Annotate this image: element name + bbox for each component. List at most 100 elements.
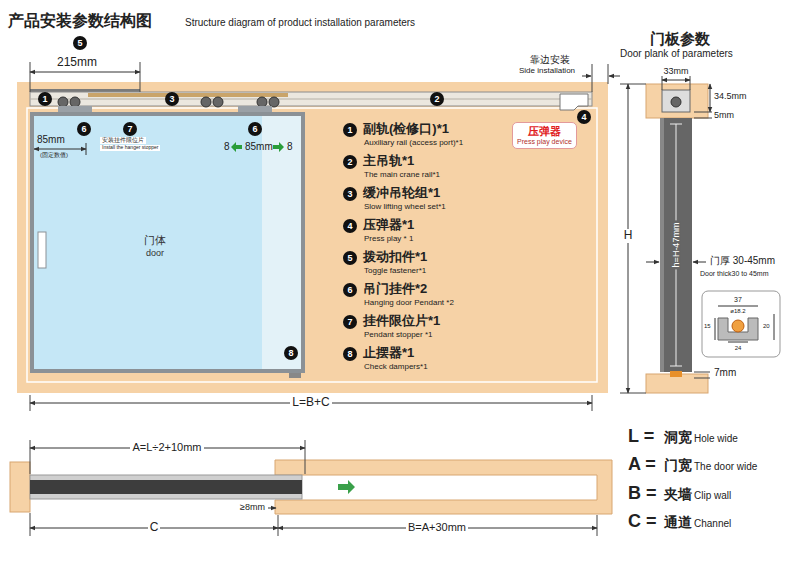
device-name-en: Press play device <box>517 138 572 146</box>
part-name-en: Pendant stopper *1 <box>364 330 433 339</box>
note: 靠边安装 <box>530 54 570 66</box>
part-name: 止摆器*1 <box>363 346 414 361</box>
dimension-tick <box>694 372 710 373</box>
legend-term: 夹墙 <box>664 486 692 502</box>
door-section-edge <box>660 118 664 372</box>
callout-digit: 4 <box>347 222 352 231</box>
title: 产品安装参数结构图 <box>8 12 152 30</box>
dimension-tick <box>620 393 646 394</box>
callout-number: 6 <box>77 122 91 136</box>
dimension-tick <box>30 62 31 92</box>
note-en: Install the hanger stopper <box>100 145 160 151</box>
dimension-label: 24 <box>735 345 742 352</box>
dimension-tick <box>30 513 31 536</box>
note: 安装挂件限位片 <box>100 137 146 144</box>
dimension-label: 8 <box>224 141 230 153</box>
callout-digit: 1 <box>42 95 47 104</box>
check-damper <box>289 373 301 378</box>
opening-outline <box>27 108 597 382</box>
dimension-label: 15 <box>704 323 711 330</box>
part-name: 挂件限位片*1 <box>363 314 440 329</box>
callout-number: 7 <box>123 122 137 136</box>
dimension-line <box>710 84 711 112</box>
subtitle: Structure diagram of product installatio… <box>185 17 415 29</box>
floor-guide <box>670 371 682 377</box>
dimension-tick <box>592 64 593 92</box>
press-device-callout: 压弹器Press play device <box>512 122 577 149</box>
dimension-line <box>34 149 86 150</box>
callout-number: 4 <box>577 110 591 124</box>
section-title: 门板参数 <box>650 30 710 47</box>
dimension-label: 33mm <box>663 66 688 76</box>
legend-term: 门宽 <box>664 457 692 473</box>
green-arrow <box>338 480 355 494</box>
dimension-tick <box>694 378 710 379</box>
callout-digit: 5 <box>77 39 82 48</box>
wheel <box>213 97 223 107</box>
callout-digit: 8 <box>288 349 293 358</box>
dimension-label: H <box>622 229 635 243</box>
dimension-tick <box>278 515 279 536</box>
dimension-tick <box>608 64 609 84</box>
callout-number: 8 <box>343 347 357 361</box>
dimension-arrow <box>693 262 706 263</box>
callout-digit: 4 <box>581 113 586 122</box>
callout-digit: 3 <box>169 95 174 104</box>
dimension-tick <box>86 143 87 155</box>
rail-groove <box>30 99 592 100</box>
dimension-tick <box>690 76 691 90</box>
legend-key: A = <box>628 454 656 475</box>
dimension-label: 8 <box>287 141 293 153</box>
callout-number: 5 <box>73 36 87 50</box>
callout-digit: 6 <box>347 286 352 295</box>
door-label: 门体 <box>144 234 166 247</box>
dimension-label: 85mm <box>245 141 273 153</box>
door-plan-core <box>30 480 302 494</box>
callout-digit: 8 <box>347 350 352 359</box>
door-section <box>660 118 692 372</box>
dimension-arrow <box>646 262 659 263</box>
part-name: 吊门挂件*2 <box>363 282 427 297</box>
overlap-strip <box>262 116 301 369</box>
dimension-tick <box>662 76 663 90</box>
dimension-line <box>728 342 748 343</box>
callout-digit: 2 <box>434 95 439 104</box>
callout-number: 6 <box>343 283 357 297</box>
part-name-en: The main crane rail*1 <box>364 170 440 179</box>
dimension-line <box>774 314 775 340</box>
detail-inset <box>702 291 780 357</box>
wall <box>17 82 608 393</box>
dimension-label: 34.5mm <box>714 91 747 101</box>
dimension-tick <box>305 440 306 474</box>
dimension-arrow <box>582 76 591 77</box>
dimension-tick <box>694 112 712 113</box>
dimension-label: ≥8mm <box>240 502 265 512</box>
green-arrow <box>231 142 242 152</box>
callout-number: 2 <box>343 155 357 169</box>
callout-number: 8 <box>284 346 298 360</box>
guide-roller <box>732 320 744 332</box>
callout-number: 1 <box>343 123 357 137</box>
wheel <box>201 97 211 107</box>
dimension-label: 20 <box>763 323 770 330</box>
callout-number: 1 <box>38 92 52 106</box>
dimension-line <box>715 318 716 340</box>
legend-term-en: Clip wall <box>694 490 731 502</box>
dimension-line <box>662 80 690 81</box>
part-name-en: Toggle fastener*1 <box>364 266 426 275</box>
dimension-label-en: Door thick30 to 45mm <box>700 270 768 278</box>
door-glass <box>30 112 305 373</box>
callout-digit: 2 <box>347 158 352 167</box>
callout-number: 7 <box>343 315 357 329</box>
legend-term-en: Hole wide <box>694 433 738 445</box>
callout-number: 4 <box>343 219 357 233</box>
note: (固定数值) <box>40 152 68 159</box>
dimension-label: 37 <box>734 296 742 304</box>
callout-number: 6 <box>248 122 262 136</box>
part-name: 拨动扣件*1 <box>363 250 427 265</box>
buffer-bar <box>88 93 288 97</box>
wall-plan <box>10 462 30 512</box>
dimension-tick <box>597 515 598 536</box>
legend-term: 通道 <box>664 514 692 530</box>
callout-digit: 3 <box>347 190 352 199</box>
